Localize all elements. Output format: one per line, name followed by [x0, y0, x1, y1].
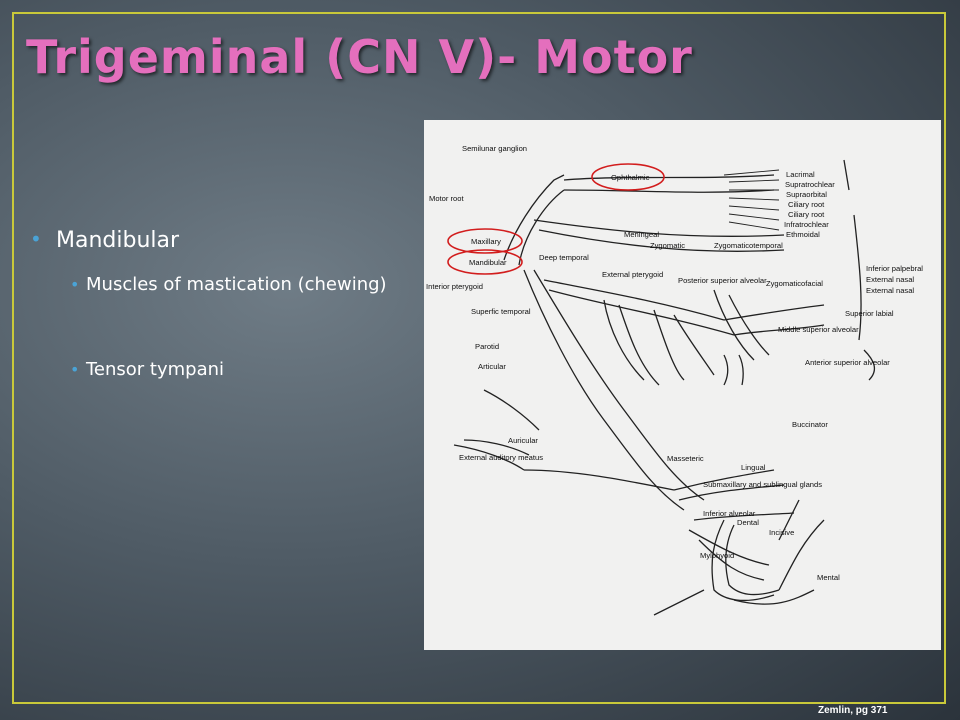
label-parotid: Parotid — [475, 342, 499, 351]
mandibular-highlight-oval — [447, 249, 523, 275]
bullet-tensor-tympani: Tensor tympani — [30, 354, 390, 385]
nerve-branches — [453, 159, 876, 616]
label-lacrimal: Lacrimal — [786, 170, 815, 179]
label-deep-temporal: Deep temporal — [539, 253, 589, 262]
label-ophthalmic: Ophthalmic — [611, 173, 650, 182]
citation: Zemlin, pg 371 — [818, 705, 888, 716]
label-posterior-superior-alveolar: Posterior superior alveolar — [678, 276, 767, 285]
slide-frame — [12, 12, 946, 704]
bullet-muscles-of-mastication: Muscles of mastication (chewing) — [30, 269, 390, 300]
label-articular: Articular — [478, 362, 506, 371]
label-supratrochlear: Supratrochlear — [785, 180, 835, 189]
label-submaxillary-glands: Submaxillary and sublingual glands — [703, 480, 822, 489]
label-mental: Mental — [817, 573, 840, 582]
maxillary-highlight-oval — [447, 228, 523, 254]
label-mandibular: Mandibular — [469, 258, 507, 267]
label-external-nasal-2: External nasal — [866, 286, 914, 295]
label-external-auditory-meatus: External auditory meatus — [459, 453, 543, 462]
label-masseteric: Masseteric — [667, 454, 704, 463]
bullet-list: Mandibular Muscles of mastication (chewi… — [30, 227, 390, 385]
label-auricular: Auricular — [508, 436, 538, 445]
label-dental: Dental — [737, 518, 759, 527]
label-superfic-temporal: Superfic temporal — [471, 307, 531, 316]
label-infratrochlear: Infratrochlear — [784, 220, 829, 229]
label-semilunar-ganglion: Semilunar ganglion — [462, 144, 527, 153]
highlight-ovals — [447, 163, 665, 275]
label-external-pterygoid: External pterygoid — [602, 270, 663, 279]
figure-labels: Semilunar ganglion Motor root Ophthalmic… — [426, 144, 923, 582]
label-buccinator: Buccinator — [792, 420, 828, 429]
trigeminal-nerve-diagram: Semilunar ganglion Motor root Ophthalmic… — [424, 120, 941, 650]
label-zygomatic: Zygomatic — [650, 241, 685, 250]
label-incisive: Incisive — [769, 528, 794, 537]
label-superior-labial: Superior labial — [845, 309, 894, 318]
bullet-mandibular: Mandibular — [30, 227, 390, 253]
label-external-nasal-1: External nasal — [866, 275, 914, 284]
label-zygomaticofacial: Zygomaticofacial — [766, 279, 823, 288]
label-ciliary-root-1: Ciliary root — [788, 200, 825, 209]
label-inferior-palpebral: Inferior palpebral — [866, 264, 923, 273]
label-maxillary: Maxillary — [471, 237, 501, 246]
nerve-diagram-svg: Semilunar ganglion Motor root Ophthalmic… — [426, 144, 923, 616]
label-ethmoidal: Ethmoidal — [786, 230, 820, 239]
label-ciliary-root-2: Ciliary root — [788, 210, 825, 219]
label-anterior-superior-alveolar: Anterior superior alveolar — [805, 358, 890, 367]
label-lingual: Lingual — [741, 463, 766, 472]
slide-title: Trigeminal (CN V)- Motor — [26, 30, 693, 84]
label-meningeal: Meningeal — [624, 230, 659, 239]
label-supraorbital: Supraorbital — [786, 190, 827, 199]
label-middle-superior-alveolar: Middle superior alveolar — [778, 325, 859, 334]
label-motor-root: Motor root — [429, 194, 464, 203]
label-inferior-alveolar: Inferior alveolar — [703, 509, 756, 518]
label-zygomaticotemporal: Zygomaticotemporal — [714, 241, 783, 250]
ophthalmic-highlight-oval — [591, 163, 665, 191]
label-mylohyoid: Mylohyoid — [700, 551, 734, 560]
label-interior-pterygoid: Interior pterygoid — [426, 282, 483, 291]
